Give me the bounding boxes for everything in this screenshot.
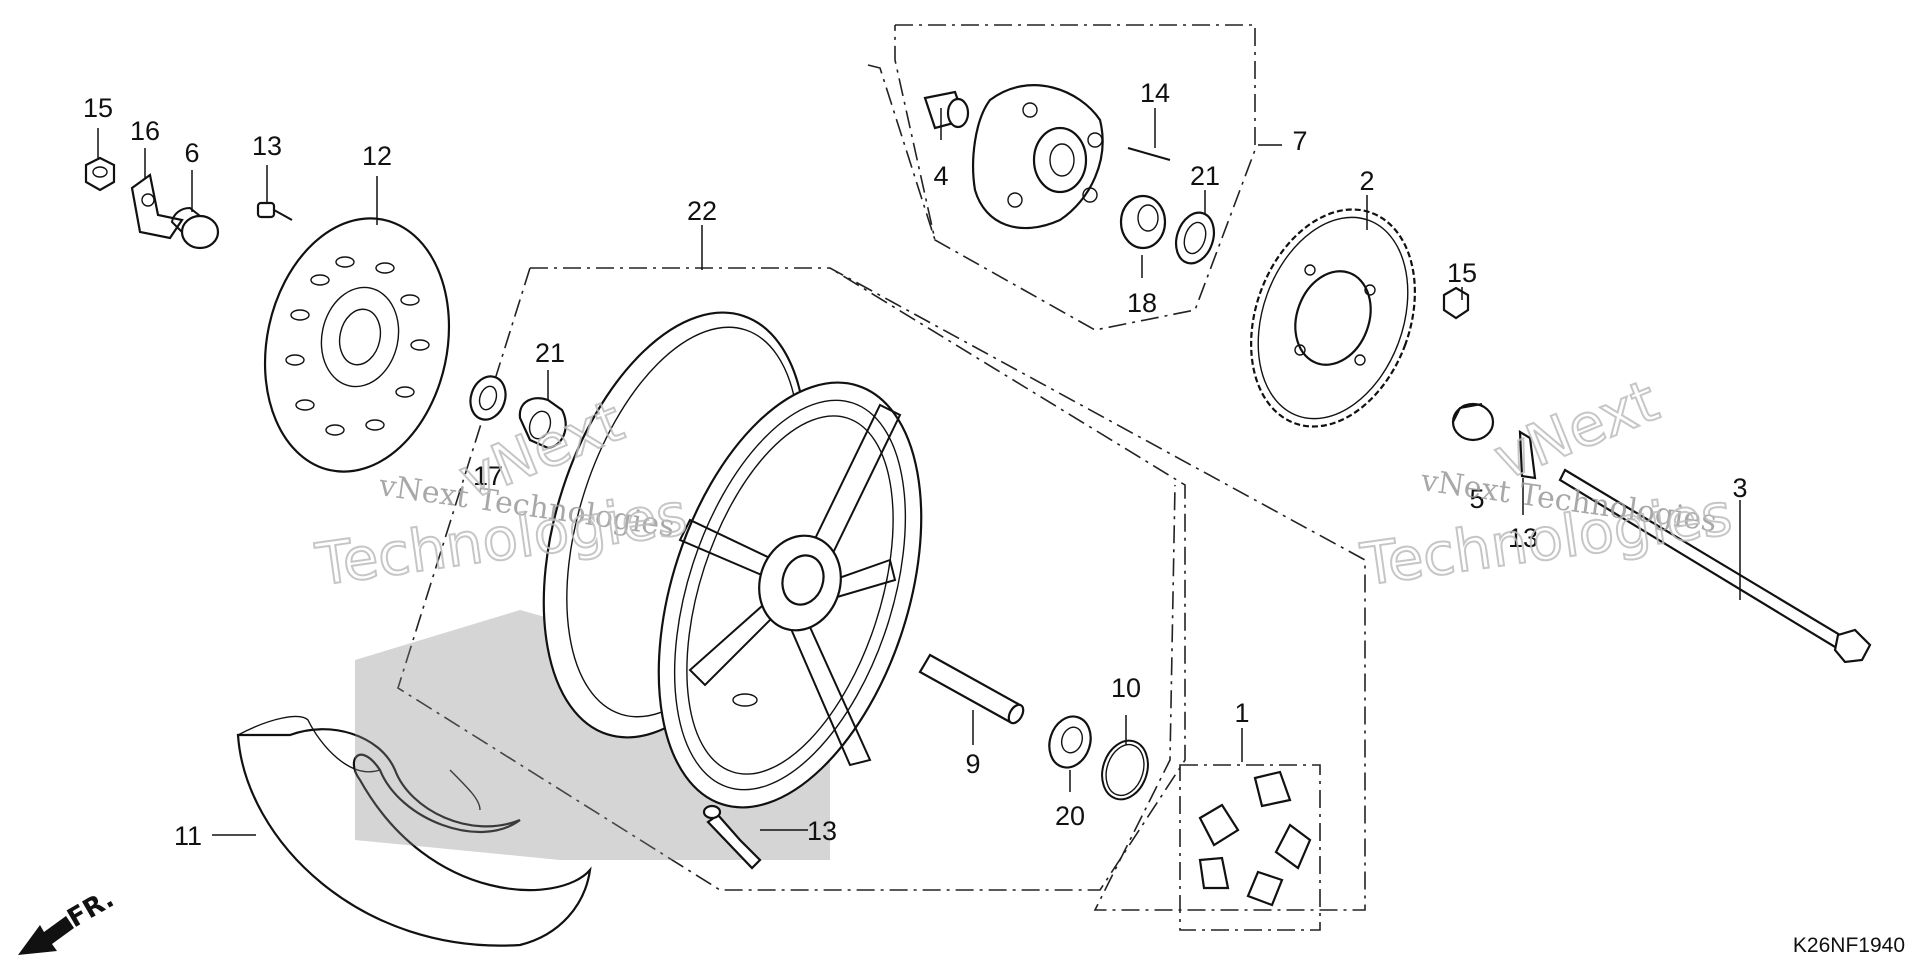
collar-icon	[170, 206, 220, 250]
callout-22: 21	[1190, 161, 1220, 191]
callout-10: 10	[1111, 673, 1141, 703]
leader-lines	[97, 108, 1741, 836]
callout-5: 5	[1469, 484, 1484, 514]
sprocket-icon	[1250, 208, 1416, 428]
driven-flange-icon	[972, 84, 1104, 230]
oil-seal-22-icon	[1174, 211, 1216, 265]
bearing-right-icon	[1048, 715, 1092, 769]
callout-11: 11	[174, 821, 202, 851]
dust-seal-icon	[469, 375, 507, 421]
callout-21-left: 21	[535, 338, 565, 368]
bearing-left-icon	[518, 397, 567, 450]
callout-17: 15	[83, 93, 113, 123]
nut-icon	[84, 156, 116, 192]
callout-21-right: 20	[1055, 801, 1085, 831]
callout-labels: 15 16 6 13 12 22 21 17 4 14 21 18 7 2 15…	[83, 78, 1748, 851]
callout-13: 12	[362, 141, 392, 171]
wheel-assembly-outline-left	[397, 267, 1186, 891]
damper-rubber-icon	[1198, 770, 1312, 907]
front-arrow-icon	[18, 916, 74, 955]
callout-6: 6	[184, 138, 199, 168]
callout-16: 15	[1447, 258, 1477, 288]
callout-2: 2	[1359, 166, 1374, 196]
svg-text:vNext: vNext	[1485, 366, 1668, 493]
callout-3: 3	[1732, 473, 1747, 503]
callout-18: 16	[130, 116, 160, 146]
callout-8: 9	[965, 749, 980, 779]
disc-bolt-icon	[256, 201, 293, 221]
callout-20: 18	[1127, 288, 1157, 318]
callout-19: 17	[473, 461, 503, 491]
callout-4: 4	[933, 161, 948, 191]
bearing-20-icon	[1119, 194, 1167, 250]
axle-spacer-icon	[918, 653, 1025, 725]
callout-12: 13	[807, 816, 837, 846]
chain-adjuster-icon	[1518, 430, 1537, 480]
drawing-code: K26NF1940	[1793, 934, 1905, 957]
air-valve-icon	[702, 804, 762, 870]
callout-14: 13	[252, 131, 282, 161]
sprocket-nut-icon	[1442, 286, 1470, 320]
callout-1: 1	[1234, 698, 1249, 728]
tire-icon	[236, 715, 592, 947]
hub-assembly-outline-inner	[867, 64, 936, 241]
stud-bolt-icon	[1127, 147, 1171, 161]
collar-4-icon	[923, 90, 970, 130]
rear-axle-icon	[1558, 468, 1872, 664]
axle-collar-icon	[1451, 402, 1495, 442]
callout-15: 14	[1140, 78, 1170, 108]
callout-7: 7	[1292, 126, 1307, 156]
o-ring-icon	[1101, 739, 1149, 801]
callout-9: 22	[687, 196, 717, 226]
hub-assembly-outline	[894, 24, 1256, 331]
wheel-icon	[542, 311, 923, 809]
bracket-icon	[130, 173, 184, 240]
damper-outline	[1179, 764, 1321, 931]
callout-13-right: 13	[1508, 523, 1538, 553]
watermark-right: vNext Technologies vNext Technologies	[1355, 365, 1736, 600]
brake-disc-icon	[263, 217, 451, 473]
